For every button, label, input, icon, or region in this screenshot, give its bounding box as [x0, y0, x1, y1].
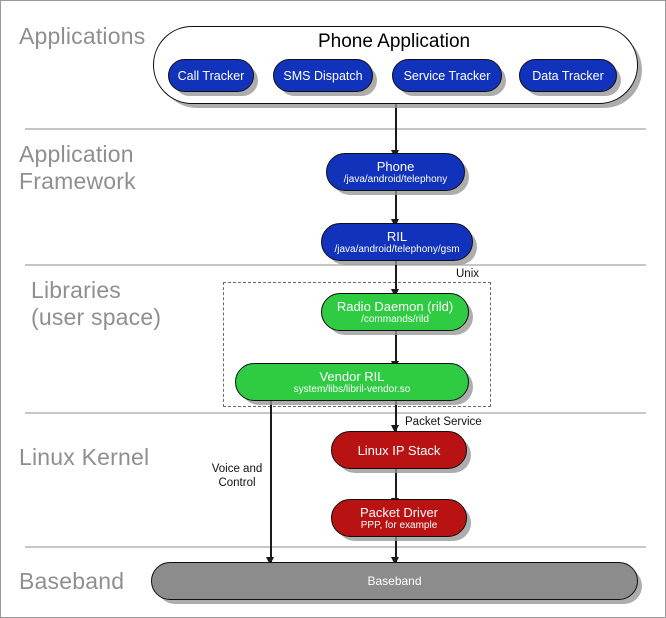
divider-framework-libraries [25, 264, 646, 266]
layer-label-application-framework: Application Framework [19, 141, 136, 194]
node-phone[interactable]: Phone /java/android/telephony [326, 153, 465, 191]
phone-application-title: Phone Application [318, 31, 471, 52]
annotation-packet-service: Packet Service [405, 416, 482, 428]
arrowhead-baseband-packet [391, 557, 399, 565]
divider-libraries-kernel [25, 412, 646, 414]
unix-group-box [223, 282, 491, 407]
node-title: Baseband [367, 573, 422, 588]
node-vendor-ril[interactable]: Vendor RIL system/libs/libril-vendor.so [235, 363, 469, 401]
layer-label-libraries: Libraries (user space) [31, 277, 162, 330]
app-pill-call-tracker[interactable]: Call Tracker [168, 59, 254, 92]
unix-group-label: Unix [456, 268, 480, 280]
node-subtitle: PPP, for example [360, 519, 438, 531]
node-ril[interactable]: RIL /java/android/telephony/gsm [321, 223, 473, 261]
layer-label-applications: Applications [19, 23, 146, 49]
arrowhead-ipstack [391, 425, 399, 433]
node-subtitle: /commands/rild [361, 313, 429, 325]
annotation-voice-and-control: Voice and Control [211, 463, 263, 489]
app-pill-sms-dispatch[interactable]: SMS Dispatch [273, 59, 373, 92]
connector-vendorril-to-ipstack [395, 399, 397, 432]
node-title: RIL [386, 228, 408, 244]
node-linux-ip-stack[interactable]: Linux IP Stack [331, 431, 467, 469]
node-title: Packet Driver [359, 504, 439, 520]
node-title: Linux IP Stack [357, 442, 441, 458]
connector-rild-to-vendorril [395, 331, 397, 367]
app-pill-data-tracker[interactable]: Data Tracker [519, 59, 617, 92]
connector-ipstack-to-packetdriver [395, 468, 397, 504]
arrowhead-baseband-voice [266, 557, 274, 565]
app-pill-label: SMS Dispatch [283, 68, 363, 83]
connector-vendorril-to-baseband-voice [270, 399, 272, 565]
node-baseband[interactable]: Baseband [151, 562, 638, 600]
node-subtitle: /java/android/telephony [343, 173, 448, 185]
node-subtitle: /java/android/telephony/gsm [334, 243, 460, 255]
connector-ril-to-rild [395, 261, 397, 295]
app-pill-label: Data Tracker [532, 68, 604, 83]
layer-label-linux-kernel: Linux Kernel [19, 444, 150, 470]
connector-packetdriver-to-baseband [395, 535, 397, 565]
connector-phone-to-ril [395, 191, 397, 225]
node-title: Phone [376, 158, 415, 174]
app-pill-label: Call Tracker [177, 68, 245, 83]
app-pill-service-tracker[interactable]: Service Tracker [392, 59, 502, 92]
node-subtitle: system/libs/libril-vendor.so [293, 383, 411, 395]
node-packet-driver[interactable]: Packet Driver PPP, for example [331, 499, 467, 537]
node-title: Radio Daemon (rild) [336, 298, 454, 314]
layer-label-baseband: Baseband [19, 568, 125, 594]
connector-phoneapp-to-phone [395, 104, 397, 153]
divider-kernel-baseband [25, 546, 646, 548]
node-title: Vendor RIL [319, 368, 385, 384]
node-radio-daemon[interactable]: Radio Daemon (rild) /commands/rild [321, 293, 469, 331]
app-pill-label: Service Tracker [403, 68, 491, 83]
divider-applications-framework [25, 128, 646, 130]
